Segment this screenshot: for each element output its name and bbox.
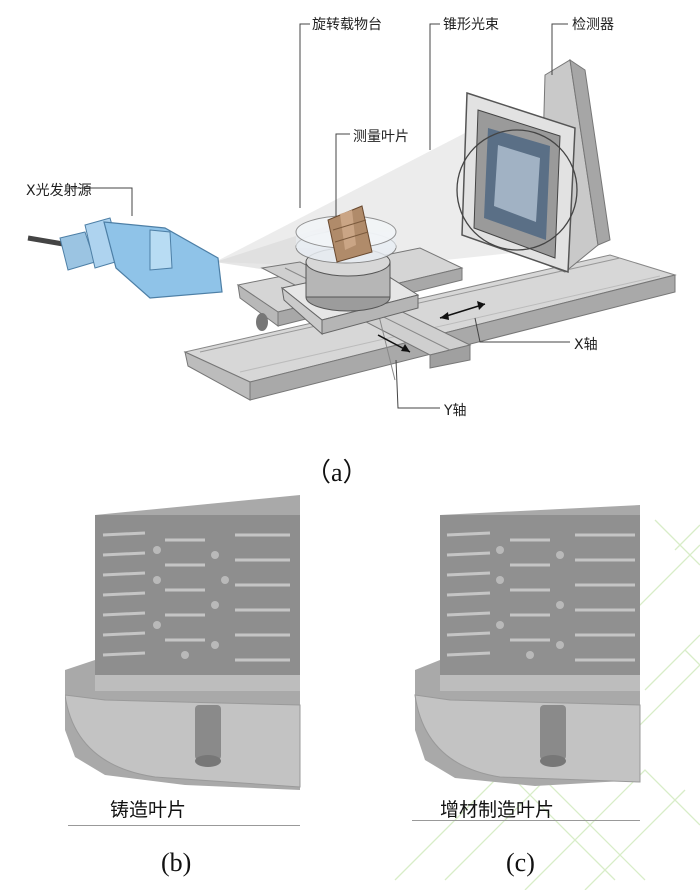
label-detector: 检测器 xyxy=(572,17,614,33)
label-x-axis: X轴 xyxy=(574,337,598,353)
caption-c: (c) xyxy=(506,848,535,877)
label-cone-beam: 锥形光束 xyxy=(443,17,499,33)
divider-c xyxy=(412,820,640,821)
label-blade-sample: 测量叶片 xyxy=(353,129,409,145)
label-xray-source: X光发射源 xyxy=(26,183,92,199)
cast-blade-ct-image xyxy=(65,495,301,790)
caption-a: （a） xyxy=(305,458,369,487)
divider-b xyxy=(68,825,300,826)
label-am-blade: 增材制造叶片 xyxy=(440,799,555,821)
label-cast-blade: 铸造叶片 xyxy=(110,799,187,821)
am-blade-ct-image xyxy=(394,505,700,890)
ct-scanner-diagram xyxy=(27,23,677,409)
label-y-axis: Y轴 xyxy=(444,403,467,419)
label-rotating-stage: 旋转载物台 xyxy=(312,17,382,33)
caption-b: (b) xyxy=(161,848,192,877)
